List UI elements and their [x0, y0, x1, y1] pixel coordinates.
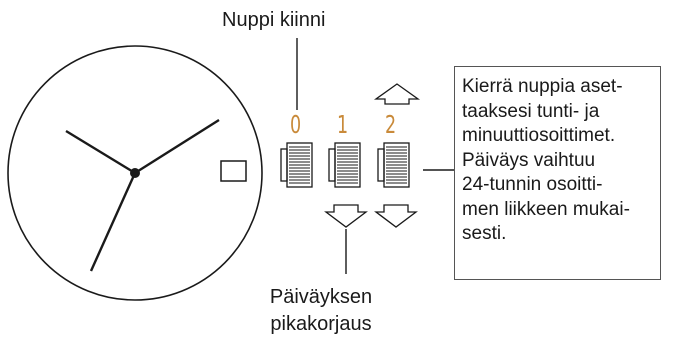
- center-pivot: [130, 168, 140, 178]
- quick-date-label-line-2: pikakorjaus: [270, 313, 372, 335]
- crown-position-0: [280, 142, 313, 188]
- instruction-line: men liikkeen mukai-: [462, 198, 630, 220]
- crown-position-1: [328, 142, 361, 188]
- minute-hand: [134, 118, 220, 175]
- down-arrow-icon-2: [374, 204, 418, 228]
- crown-position-2: [377, 142, 410, 188]
- crown-position-2-number: 2: [385, 110, 397, 139]
- instruction-line: taaksesi tunti- ja: [462, 100, 600, 122]
- hour-hand: [65, 129, 136, 175]
- date-window: [220, 160, 247, 182]
- crown-closed-label: Nuppi kiinni: [222, 9, 326, 31]
- quick-date-label: Päiväyksen pikakorjaus: [266, 284, 376, 338]
- crown-position-0-number: 0: [290, 110, 302, 139]
- instruction-line: Kierrä nuppia aset-: [462, 76, 623, 97]
- quick-date-label-line-1: Päiväyksen: [269, 286, 373, 308]
- instruction-line: 24-tunnin osoitti-: [462, 174, 603, 195]
- watch-dial: [7, 45, 263, 301]
- crown-position-1-number: 1: [337, 110, 349, 139]
- instruction-line: sesti.: [462, 223, 507, 244]
- up-arrow-icon: [373, 83, 421, 105]
- instruction-line: Päiväys vaihtuu: [462, 149, 596, 171]
- second-hand: [89, 172, 137, 272]
- instruction-box: Kierrä nuppia aset- taaksesi tunti- ja m…: [454, 66, 661, 280]
- down-arrow-icon-1: [324, 204, 368, 228]
- instruction-line: minuuttiosoittimet.: [462, 125, 616, 146]
